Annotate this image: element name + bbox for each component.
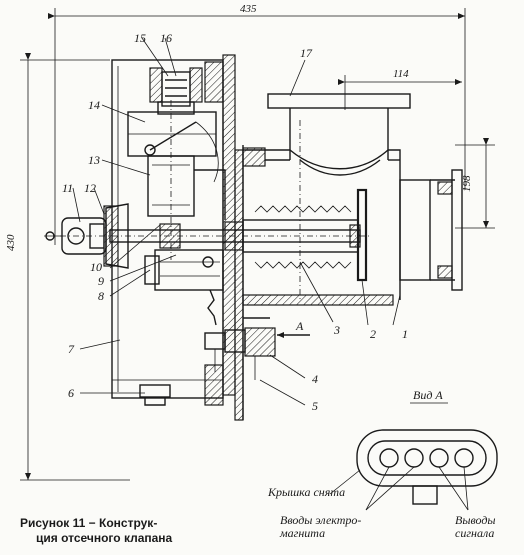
view-title: Вид А	[413, 388, 443, 402]
valve-stem	[60, 221, 372, 251]
view-a-inset: Вид А Крышка снята Вводы электро-магнита…	[267, 388, 498, 540]
limit-switch	[144, 249, 224, 326]
bottom-gland	[139, 384, 171, 406]
dim-overall-width: 435	[48, 3, 466, 245]
part-number-10: 10	[90, 260, 102, 274]
part-number-8: 8	[98, 289, 104, 303]
part-number-3: 3	[333, 323, 340, 337]
cable-fitting	[204, 327, 276, 380]
figure-caption: Рисунок 11 − Конструк- ция отсечного кла…	[20, 516, 220, 546]
label-magnet-leads: Вводы электро-магнита	[279, 513, 361, 540]
coil	[147, 100, 226, 260]
part-numbers: 1 2 3 4 5 6 7 8 9 10 11 12 13 14 15 16 1…	[62, 31, 408, 413]
dim-435-text: 435	[240, 3, 257, 15]
part-number-14: 14	[88, 98, 100, 112]
caption-line-1: Рисунок 11 − Конструк-	[20, 516, 158, 530]
part-number-17: 17	[300, 46, 313, 60]
caption-line-2: ция отсечного клапана	[36, 531, 173, 545]
part-number-6: 6	[68, 386, 74, 400]
top-terminal	[149, 67, 203, 115]
dim-pipe-height: 198	[455, 138, 495, 229]
leader-lines	[72, 37, 401, 406]
valve-disk	[349, 188, 368, 282]
view-arrow-label: A	[295, 319, 304, 333]
reset-knob	[44, 203, 129, 269]
part-number-15: 15	[134, 31, 146, 45]
spring	[254, 205, 352, 269]
part-number-1: 1	[402, 327, 408, 341]
part-number-11: 11	[62, 181, 73, 195]
dim-198-text: 198	[461, 175, 473, 192]
part-number-9: 9	[98, 274, 104, 288]
dim-overall-height: 430	[5, 53, 130, 481]
dim-114-text: 114	[393, 68, 409, 80]
part-number-4: 4	[312, 372, 318, 386]
dim-430-text: 430	[5, 234, 17, 251]
part-number-12: 12	[84, 181, 96, 195]
label-cover-removed: Крышка снята	[267, 485, 345, 499]
part-number-13: 13	[88, 153, 100, 167]
lever-mechanism	[127, 111, 219, 183]
part-number-16: 16	[160, 31, 172, 45]
part-number-5: 5	[312, 399, 318, 413]
valve-body	[242, 93, 463, 319]
part-number-7: 7	[68, 342, 75, 356]
part-number-2: 2	[370, 327, 376, 341]
dim-pipe-offset: 114	[338, 68, 462, 110]
view-arrow: A	[277, 319, 310, 338]
